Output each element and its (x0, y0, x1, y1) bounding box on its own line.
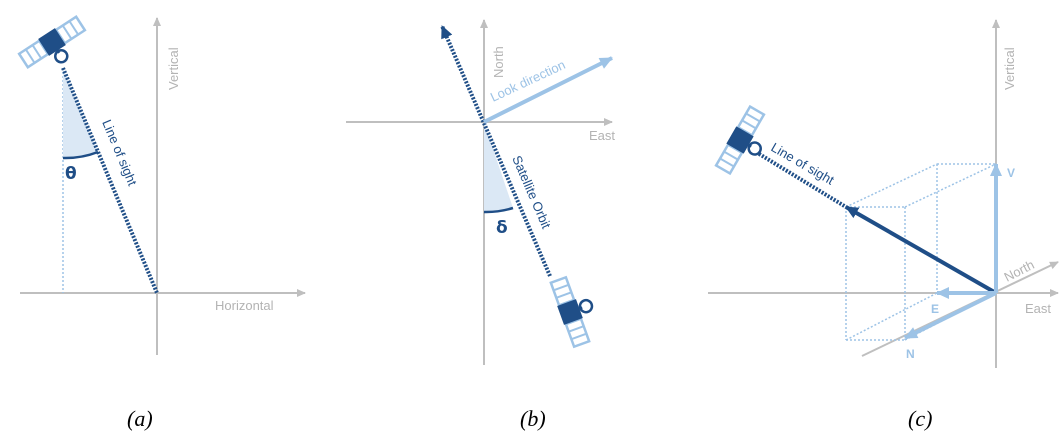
caption-a: (a) (127, 406, 153, 431)
angle-arc (483, 206, 514, 214)
angle-arc (62, 150, 99, 160)
line-of-sight-vector (845, 205, 997, 295)
vertical-component-label: V (1007, 166, 1015, 180)
horizontal-axis-label: Horizontal (215, 298, 274, 313)
east-axis-label: East (589, 128, 615, 143)
east-component-label: E (931, 302, 939, 316)
angle-wedge (63, 68, 98, 159)
satellite-icon (547, 270, 605, 349)
caption-b: (b) (520, 406, 546, 431)
panel-a: Vertical Horizontal Line of sight θ (16, 13, 306, 355)
vertical-axis-label: Vertical (166, 47, 181, 90)
satellite-orbit-label: Satellite Orbit (509, 153, 554, 231)
satellite-icon (16, 13, 95, 82)
panel-c: Vertical East North Line of sight V E N (708, 19, 1059, 368)
theta-symbol: θ (65, 164, 77, 184)
east-axis-label: East (1025, 301, 1051, 316)
north-component-label: N (906, 347, 915, 361)
vertical-axis-label: Vertical (1002, 47, 1017, 90)
delta-symbol: δ (496, 218, 508, 238)
north-axis-label: North (491, 46, 506, 78)
panel-b: North East Look direction Satellite Orbi… (346, 19, 615, 365)
satellite-icon (713, 104, 779, 183)
line-of-sight-dotted (754, 150, 848, 209)
north-component-arrow (904, 291, 997, 340)
line-of-sight-label: Line of sight (99, 117, 140, 188)
angle-wedge (484, 122, 513, 213)
line-of-sight (61, 67, 159, 294)
caption-c: (c) (908, 406, 932, 431)
look-direction-arrow (483, 56, 613, 124)
